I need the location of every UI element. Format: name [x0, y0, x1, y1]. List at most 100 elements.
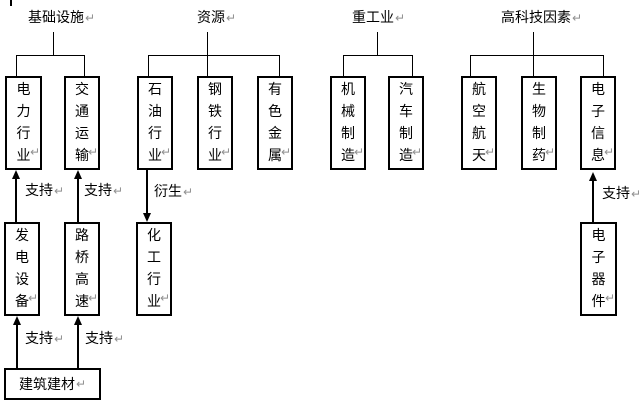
box-electronic-devices: 电子器件 ↵ — [580, 222, 617, 316]
line-break-mark: ↵ — [603, 145, 614, 159]
line-break-mark: ↵ — [113, 184, 124, 198]
line-break-mark: ↵ — [27, 291, 38, 305]
line-break-mark: ↵ — [484, 145, 495, 159]
arrow-up-icon — [12, 170, 20, 179]
connector-resources-stem — [207, 32, 208, 55]
box-petroleum-label: 石油行业 — [148, 82, 162, 164]
box-power-equipment: 发电设备 ↵ — [4, 222, 40, 316]
line-break-mark: ↵ — [160, 145, 171, 159]
line-break-mark: ↵ — [572, 11, 583, 25]
box-electronic-devices-label: 电子器件 — [591, 228, 606, 310]
connector-infrastructure-drop-right — [84, 55, 85, 76]
box-construction-materials-label: 建筑建材 — [18, 377, 75, 393]
line-break-mark: ↵ — [159, 291, 170, 305]
line-break-mark: ↵ — [604, 291, 615, 305]
edge-label-support-text: 支持 — [602, 186, 630, 202]
edge-label-support-4: 支持↵ — [85, 332, 124, 347]
line-break-mark: ↵ — [395, 11, 406, 25]
connector-resources-drop-middle — [207, 55, 208, 76]
group-title-infrastructure: 基础设施↵ — [28, 10, 95, 27]
line-break-mark: ↵ — [353, 145, 364, 159]
line-break-mark: ↵ — [87, 145, 98, 159]
edge-label-support-text: 支持 — [25, 183, 53, 199]
connector-resources-drop-right — [279, 55, 280, 76]
edge-label-support-2: 支持↵ — [84, 184, 123, 199]
line-break-mark: ↵ — [411, 145, 422, 159]
edge-label-support-3: 支持↵ — [25, 332, 64, 347]
box-nonferrous-metals-label: 有色金属 — [268, 82, 282, 164]
connector-heavy-industry-stem — [377, 32, 378, 55]
arrow-construction-to-road-bridge — [77, 325, 79, 368]
line-break-mark: ↵ — [29, 145, 40, 159]
box-steel: 钢铁行业 ↵ — [197, 76, 233, 170]
box-aerospace: 航空航天 ↵ — [461, 76, 497, 170]
group-title-resources: 资源↵ — [197, 10, 236, 27]
edge-label-support-text: 支持 — [85, 331, 113, 347]
box-transportation: 交通运输 ↵ — [64, 76, 100, 170]
group-title-infrastructure-text: 基础设施 — [28, 10, 84, 26]
box-machinery: 机械制造 ↵ — [330, 76, 366, 170]
box-power-industry-label: 电力行业 — [16, 82, 31, 164]
arrow-up-icon — [74, 316, 82, 325]
arrow-up-icon — [589, 172, 597, 181]
box-petroleum: 石油行业 ↵ — [137, 76, 173, 170]
connector-heavy-industry-drop-right — [412, 55, 413, 76]
box-automobile: 汽车制造 ↵ — [388, 76, 424, 170]
box-nonferrous-metals: 有色金属 ↵ — [257, 76, 293, 170]
box-power-equipment-label: 发电设备 — [15, 228, 29, 310]
line-break-mark: ↵ — [85, 11, 96, 25]
line-break-mark: ↵ — [631, 187, 642, 201]
box-electronic-info: 电子信息 ↵ — [580, 76, 616, 170]
arrow-petroleum-to-chemical — [146, 170, 148, 213]
line-break-mark: ↵ — [87, 291, 98, 305]
connector-infrastructure-drop-left — [16, 55, 17, 76]
group-title-heavy-industry-text: 重工业 — [352, 10, 394, 26]
edge-label-derive-text: 衍生 — [154, 184, 182, 200]
box-chemical: 化工行业 ↵ — [136, 222, 172, 316]
box-biopharma-label: 生物制药 — [532, 82, 546, 164]
connector-infrastructure-bar — [16, 55, 85, 56]
line-break-mark: ↵ — [220, 145, 231, 159]
connector-resources-bar — [148, 55, 280, 56]
line-break-mark: ↵ — [54, 184, 65, 198]
box-chemical-label: 化工行业 — [147, 228, 161, 310]
edge-label-support-1: 支持↵ — [25, 184, 64, 199]
edge-label-support-5: 支持↵ — [602, 187, 641, 202]
line-break-mark: ↵ — [280, 145, 291, 159]
line-break-mark: ↵ — [114, 332, 125, 346]
line-break-mark: ↵ — [544, 145, 555, 159]
text-caret — [10, 0, 12, 6]
edge-label-support-text: 支持 — [84, 183, 112, 199]
edge-label-derive: 衍生↵ — [154, 185, 193, 200]
connector-high-tech-drop-left — [470, 55, 471, 76]
group-title-high-tech-text: 高科技因素 — [501, 10, 571, 26]
box-transportation-label: 交通运输 — [75, 82, 89, 164]
line-break-mark: ↵ — [54, 332, 65, 346]
connector-high-tech-stem — [533, 32, 534, 55]
edge-label-support-text: 支持 — [25, 331, 53, 347]
box-road-bridge-highway-label: 路桥高速 — [75, 228, 89, 310]
arrow-construction-to-power-equipment — [16, 325, 18, 368]
arrow-up-icon — [74, 170, 82, 179]
connector-resources-drop-left — [148, 55, 149, 76]
box-road-bridge-highway: 路桥高速 ↵ — [64, 222, 100, 316]
arrow-road-bridge-to-transportation — [77, 179, 79, 222]
connector-heavy-industry-bar — [343, 55, 413, 56]
arrow-down-icon — [143, 213, 151, 222]
connector-high-tech-bar — [470, 55, 604, 56]
connector-high-tech-drop-right — [603, 55, 604, 76]
line-break-mark: ↵ — [75, 377, 87, 391]
box-automobile-label: 汽车制造 — [399, 82, 413, 164]
box-machinery-label: 机械制造 — [341, 82, 355, 164]
box-electronic-info-label: 电子信息 — [591, 82, 605, 164]
box-construction-materials: 建筑建材↵ — [4, 368, 101, 400]
line-break-mark: ↵ — [226, 11, 237, 25]
box-power-industry: 电力行业 ↵ — [5, 76, 42, 170]
connector-high-tech-drop-middle — [533, 55, 534, 76]
box-biopharma: 生物制药 ↵ — [521, 76, 557, 170]
connector-infrastructure-stem — [53, 32, 54, 55]
arrow-power-equipment-to-power-industry — [15, 179, 17, 222]
box-aerospace-label: 航空航天 — [472, 82, 486, 164]
box-steel-label: 钢铁行业 — [208, 82, 222, 164]
